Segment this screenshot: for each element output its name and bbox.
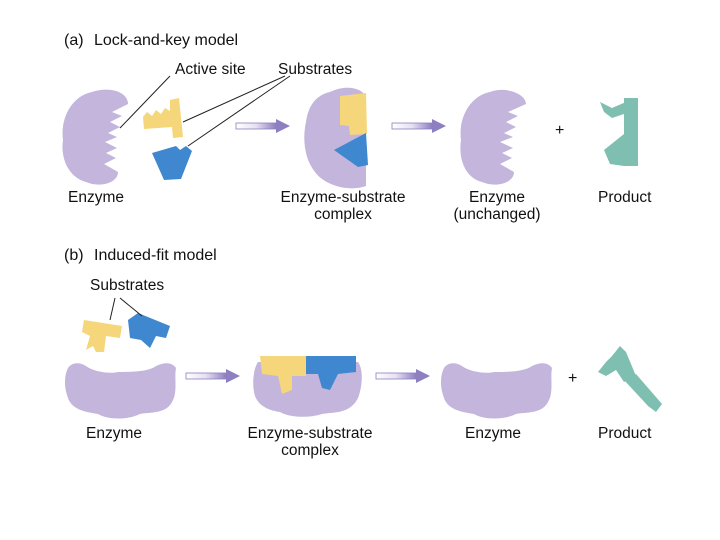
- callout-line-active-site: [119, 75, 171, 129]
- callout-substrates-b: Substrates: [90, 277, 165, 294]
- label-complex-b-line1: Enzyme-substrate: [247, 425, 373, 442]
- callout-substrates-a: Substrates: [278, 61, 353, 78]
- label-complex-b: Enzyme-substrate complex: [222, 425, 398, 459]
- substrate-blue-b1: [128, 313, 170, 348]
- label-enzyme-after-b: Enzyme: [465, 425, 521, 442]
- enzyme-shape-a1: [62, 89, 128, 185]
- callout-line-substrate-1: [182, 75, 286, 123]
- panel-a-heading: Lock-and-key model: [94, 32, 239, 49]
- label-complex-b-line2: complex: [281, 442, 339, 459]
- label-enzyme-b: Enzyme: [86, 425, 142, 442]
- label-enzyme-unchanged-line2: (unchanged): [453, 206, 541, 223]
- label-product-a: Product: [598, 189, 652, 206]
- substrate-blue-a1: [152, 146, 192, 180]
- label-complex-a-line2: complex: [314, 206, 372, 223]
- label-enzyme-unchanged-a: Enzyme (unchanged): [432, 189, 562, 223]
- product-shape-a: [600, 98, 638, 166]
- plus-sign-b: +: [568, 370, 578, 387]
- callout-line-substrate-b1: [109, 297, 116, 321]
- enzyme-shape-b1: [65, 363, 176, 419]
- enzyme-shape-a2: [460, 89, 526, 185]
- product-shape-b: [598, 346, 662, 412]
- enzyme-substrate-complex-b: [253, 356, 362, 417]
- callout-active-site: Active site: [175, 61, 246, 78]
- panel-b-heading: Induced-fit model: [94, 247, 217, 264]
- reaction-arrow-b1: [185, 369, 240, 383]
- substrate-yellow-b1: [82, 320, 122, 352]
- label-enzyme-a: Enzyme: [68, 189, 124, 206]
- reaction-arrow-b2: [375, 369, 430, 383]
- panel-a-letter: (a): [64, 32, 84, 49]
- reaction-arrow-a1: [235, 119, 290, 133]
- label-enzyme-unchanged-line1: Enzyme: [469, 189, 525, 206]
- enzyme-shape-b2: [441, 363, 552, 419]
- label-product-b: Product: [598, 425, 652, 442]
- callout-line-substrate-2: [187, 75, 291, 147]
- label-complex-a-line1: Enzyme-substrate: [280, 189, 406, 206]
- reaction-arrow-a2: [391, 119, 446, 133]
- label-complex-a: Enzyme-substrate complex: [258, 189, 428, 223]
- callout-line-substrate-b2: [119, 297, 143, 317]
- enzyme-substrate-complex-a: [304, 87, 368, 189]
- panel-b-letter: (b): [64, 247, 84, 264]
- plus-sign-a: +: [555, 122, 565, 139]
- substrate-yellow-a1: [143, 98, 183, 138]
